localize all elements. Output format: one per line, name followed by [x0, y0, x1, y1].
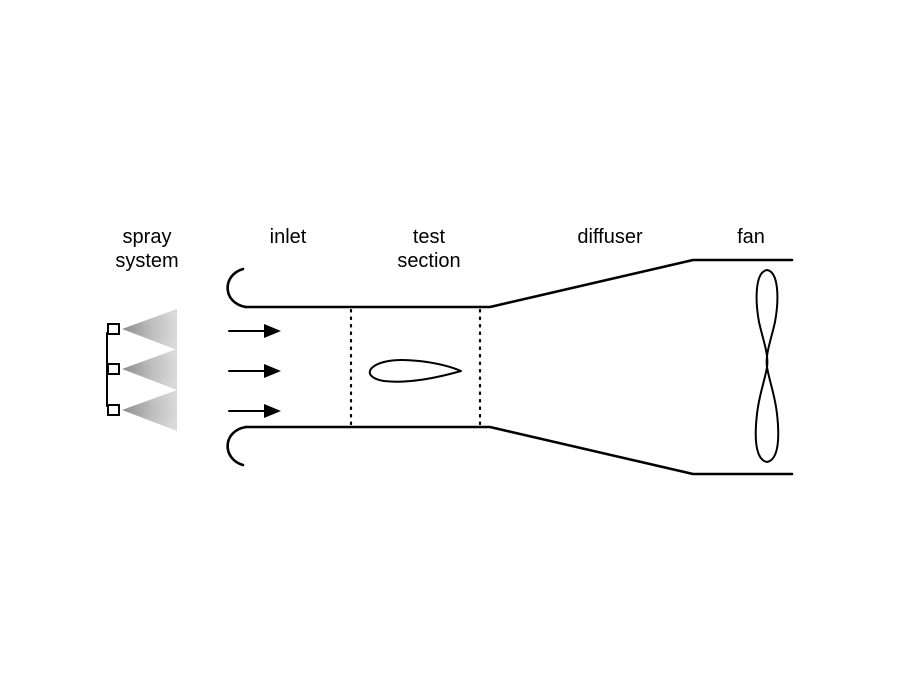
arrow-right-icon — [228, 324, 281, 418]
label-system: system — [115, 250, 178, 272]
lower-wall — [244, 425, 794, 476]
nozzle-middle — [107, 363, 120, 375]
nozzle-top — [107, 323, 120, 335]
test-section-boundaries — [349, 308, 482, 427]
labels: spray system inlet test section diffuser… — [115, 226, 765, 272]
label-spray: spray — [123, 226, 172, 248]
spray-nozzle-icon — [122, 309, 177, 431]
label-section: section — [397, 250, 460, 272]
tunnel-walls — [226, 258, 794, 476]
label-test: test — [413, 226, 446, 248]
inlet-lip-top — [226, 267, 248, 309]
airfoil-icon — [368, 359, 462, 383]
inlet-lip-bottom — [226, 425, 248, 467]
nozzle-bottom — [107, 404, 120, 416]
label-diffuser: diffuser — [577, 226, 643, 248]
fan-blade-icon — [754, 269, 780, 463]
upper-wall — [244, 258, 794, 309]
label-fan: fan — [737, 226, 765, 248]
spray-system — [106, 309, 177, 431]
label-inlet: inlet — [270, 226, 307, 248]
